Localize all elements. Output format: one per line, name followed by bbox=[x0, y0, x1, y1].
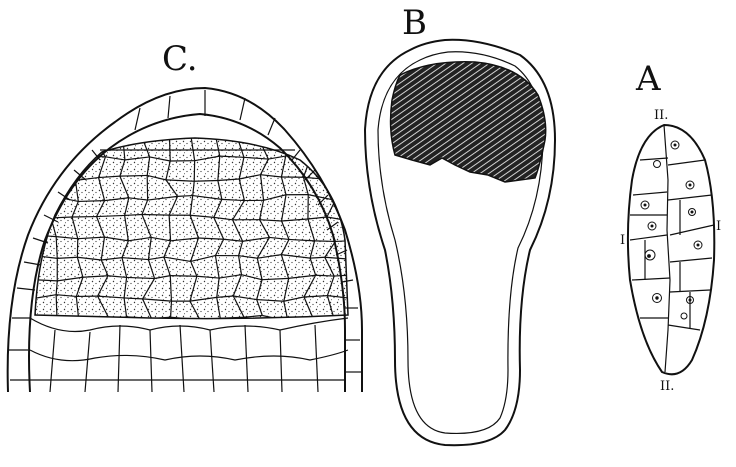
cell-wall bbox=[32, 177, 35, 197]
cell-wall bbox=[29, 235, 32, 255]
cell-wall bbox=[331, 136, 333, 158]
cell-wall bbox=[257, 135, 287, 141]
cell-wall bbox=[79, 319, 109, 320]
cell-wall bbox=[95, 137, 123, 140]
cell-wall bbox=[170, 276, 197, 277]
cell-wall bbox=[169, 135, 191, 136]
cell-wall bbox=[56, 295, 57, 319]
panel-b-sac bbox=[365, 40, 555, 445]
cortex-cell-wall bbox=[150, 330, 152, 392]
cell-wall bbox=[315, 241, 336, 242]
cell-wall bbox=[351, 138, 359, 159]
cell-wall bbox=[50, 136, 76, 138]
cell-wall bbox=[78, 201, 104, 202]
panel-a-mark-bottom: II. bbox=[660, 380, 674, 393]
cell-wall bbox=[303, 136, 334, 138]
panel-a-mark-top: II. bbox=[654, 109, 668, 122]
cell-wall bbox=[335, 196, 361, 201]
panel-b-dark-body bbox=[391, 62, 546, 182]
cell-wall bbox=[178, 196, 193, 197]
cell-wall bbox=[312, 155, 331, 157]
cell-wall bbox=[50, 136, 56, 161]
cell-wall bbox=[82, 156, 106, 157]
panel-a-label: A bbox=[636, 62, 661, 96]
cortex-cell-wall bbox=[118, 325, 120, 392]
cell-wall bbox=[52, 161, 56, 178]
cell-wall bbox=[350, 181, 361, 195]
cell-wall bbox=[356, 299, 358, 315]
panel-a-mark-right: I bbox=[716, 220, 721, 233]
cell-wall bbox=[34, 177, 52, 178]
cell-wall bbox=[34, 156, 37, 176]
cell-wall bbox=[316, 275, 335, 276]
cell-wall bbox=[30, 136, 50, 138]
cortex-cell-wall bbox=[30, 318, 348, 332]
cell-wall bbox=[30, 138, 38, 156]
cell-wall bbox=[238, 135, 258, 138]
cell-wall bbox=[142, 215, 169, 216]
panel-c-stippled-tissue bbox=[35, 138, 348, 319]
cortex-cell-wall bbox=[280, 330, 282, 392]
panel-a-structure bbox=[628, 125, 714, 374]
panel-a-outline bbox=[628, 125, 714, 374]
cortex-cell-wall bbox=[85, 332, 90, 392]
cell-wall bbox=[38, 156, 56, 161]
cell-wall bbox=[216, 136, 238, 138]
cell-wall bbox=[39, 319, 57, 320]
cell-wall bbox=[348, 196, 361, 221]
cell-wall bbox=[29, 255, 33, 280]
cortex-cell-wall bbox=[210, 330, 214, 392]
cell-wall bbox=[120, 175, 147, 176]
cell-wall bbox=[191, 136, 216, 137]
cell-wall bbox=[333, 136, 351, 139]
cell-wall bbox=[52, 178, 75, 180]
panel-c-tissue-section bbox=[8, 88, 362, 392]
cell-wall bbox=[57, 319, 79, 320]
cortex-cell-wall bbox=[50, 330, 55, 392]
cortex-cell-wall bbox=[180, 325, 184, 392]
panel-c-lower-cells bbox=[30, 318, 348, 392]
cell-wall bbox=[348, 221, 359, 241]
panel-a-median-wall bbox=[664, 125, 670, 372]
panel-b-label: B bbox=[402, 6, 427, 40]
cortex-cell-wall bbox=[30, 350, 348, 361]
cell-wall bbox=[194, 181, 218, 182]
epidermal-wall bbox=[17, 288, 35, 290]
cell-wall bbox=[30, 197, 32, 215]
panel-a-mark-left: I bbox=[620, 234, 625, 247]
cell-wall bbox=[331, 157, 360, 159]
panel-c-label: C. bbox=[162, 42, 198, 76]
cell-wall bbox=[350, 159, 360, 181]
cell-wall bbox=[331, 180, 350, 182]
cell-wall bbox=[56, 156, 81, 161]
